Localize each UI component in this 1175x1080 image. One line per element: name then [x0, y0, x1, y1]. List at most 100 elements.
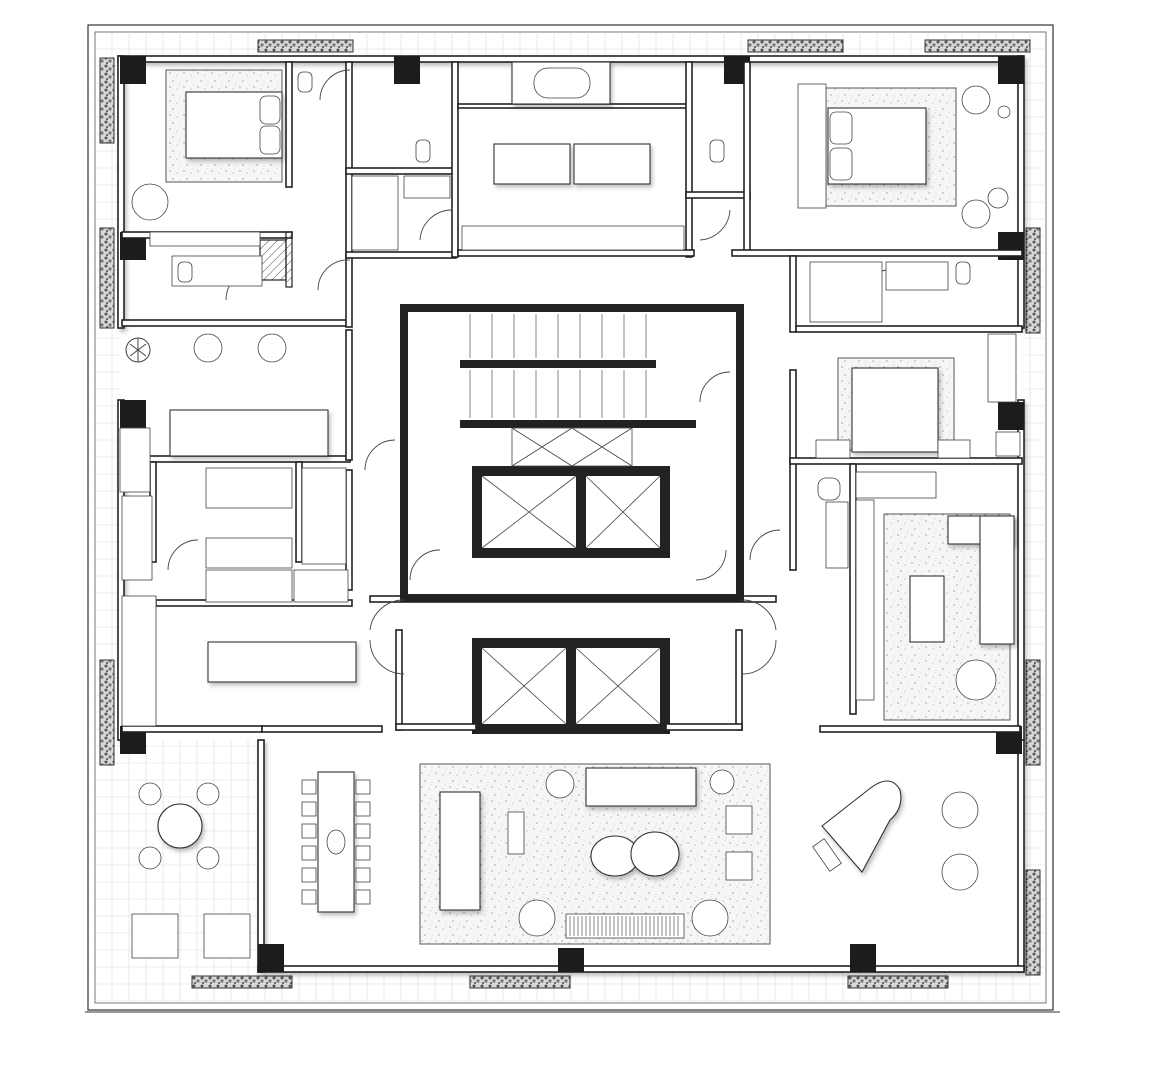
planter	[99, 659, 115, 766]
planter	[847, 975, 949, 989]
planter	[1025, 869, 1041, 976]
dining-chair	[301, 801, 317, 817]
plants	[125, 337, 151, 363]
armchair	[955, 659, 997, 701]
planter	[1025, 227, 1041, 334]
bed	[851, 367, 939, 453]
dining-chair	[301, 779, 317, 795]
closet	[403, 175, 451, 199]
stove	[293, 569, 349, 603]
sofa	[169, 409, 329, 457]
dining-chair	[301, 823, 317, 839]
column	[850, 944, 876, 972]
toilet	[955, 261, 971, 285]
dining-area	[131, 771, 371, 959]
ottoman	[725, 851, 753, 881]
planter	[924, 39, 1031, 53]
lounge-chair	[203, 913, 251, 959]
column	[120, 56, 146, 84]
sofa	[585, 767, 697, 807]
living-left	[119, 333, 357, 727]
sofa	[979, 515, 1015, 645]
closet	[205, 537, 293, 569]
desk	[855, 471, 937, 499]
sofa	[439, 791, 481, 911]
grand-piano	[821, 780, 902, 873]
dining-chair	[301, 845, 317, 861]
kitchen-island	[207, 641, 357, 683]
appliances	[205, 569, 293, 603]
main-lounge	[419, 763, 771, 945]
bench	[797, 83, 827, 209]
round-table	[157, 803, 203, 849]
planter	[469, 975, 571, 989]
kitchen-counter	[121, 495, 153, 581]
powder-room	[301, 467, 347, 565]
closet	[809, 261, 883, 323]
planters	[99, 39, 1041, 989]
planter	[191, 975, 293, 989]
closet	[351, 175, 399, 251]
armchair	[193, 333, 223, 363]
shelf	[855, 499, 875, 701]
staircase	[469, 314, 647, 418]
column	[258, 944, 284, 972]
dining-chair	[301, 889, 317, 905]
dining-chair	[355, 867, 371, 883]
dining-chair	[355, 779, 371, 795]
master-bath	[351, 61, 725, 251]
planter	[1025, 659, 1041, 766]
column	[558, 948, 584, 972]
vanity	[885, 261, 949, 291]
armchair	[709, 769, 735, 795]
planter	[747, 39, 844, 53]
side-table	[507, 811, 525, 855]
vanity-island	[573, 143, 651, 185]
dining-chair	[355, 801, 371, 817]
dining-chair	[355, 889, 371, 905]
dining-chair	[355, 823, 371, 839]
living-right	[817, 471, 1015, 721]
coffee-table	[909, 575, 945, 643]
column	[998, 402, 1024, 430]
column	[120, 400, 146, 428]
lounge-chair	[131, 913, 179, 959]
planter	[99, 227, 115, 329]
toilet	[415, 139, 431, 163]
doors	[167, 69, 891, 675]
armchair	[518, 899, 556, 937]
armchair	[257, 333, 287, 363]
armchair	[691, 899, 729, 937]
coffee-table	[630, 831, 680, 877]
piano-bench	[812, 838, 842, 872]
vanity-island	[493, 143, 571, 185]
toilet	[297, 71, 313, 93]
closet	[205, 467, 293, 509]
column	[998, 56, 1024, 84]
chair	[961, 85, 991, 115]
kitchen-counter	[121, 595, 157, 727]
central-core	[395, 304, 744, 734]
bedroom-right-2	[815, 333, 1021, 459]
bedroom-right	[797, 83, 1011, 323]
column	[394, 56, 420, 84]
armchair	[131, 183, 169, 221]
tv-unit	[119, 427, 151, 493]
lounge-chair	[941, 853, 979, 891]
planter	[99, 57, 115, 144]
bathtub	[533, 67, 591, 99]
toilet	[709, 139, 725, 163]
planter	[257, 39, 354, 53]
chair	[961, 199, 991, 229]
lounge-chair	[941, 791, 979, 829]
dining-chairs	[301, 779, 371, 905]
armchair	[545, 769, 575, 799]
radiator-lines	[569, 916, 679, 936]
dining-chair	[355, 845, 371, 861]
dining-chair	[301, 867, 317, 883]
wardrobe	[461, 225, 685, 251]
piano-area	[812, 780, 979, 891]
bedroom-left	[131, 69, 313, 287]
